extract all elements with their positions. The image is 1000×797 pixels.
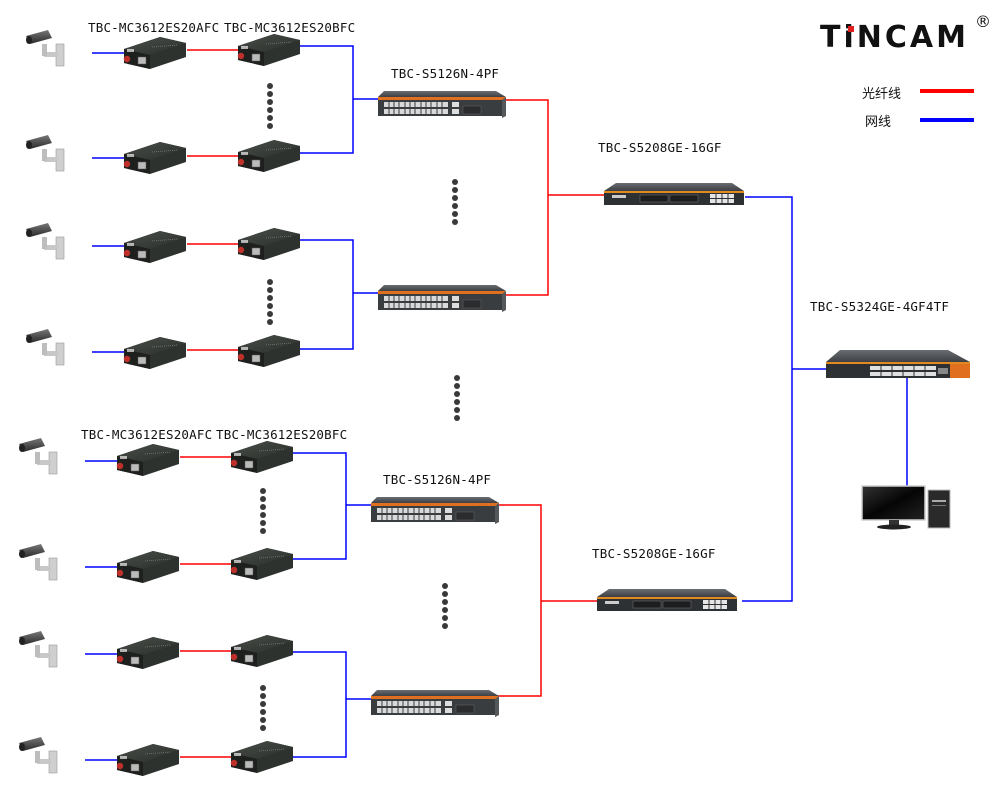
access-switch-icon <box>370 496 500 525</box>
media-converter-b-icon <box>230 634 294 668</box>
media-converter-a-icon <box>123 141 187 175</box>
legend-ethernet-swatch <box>920 118 974 122</box>
aggregation-switch-icon <box>603 182 745 206</box>
media-converter-b-icon <box>237 334 301 368</box>
camera-icon <box>18 736 58 774</box>
media-converter-a-icon <box>123 336 187 370</box>
fiber-links <box>180 49 605 758</box>
camera-icon <box>18 543 58 581</box>
label-media-converter-b: TBC-MC3612ES20BFC <box>216 427 348 442</box>
more-converters-ellipsis <box>260 685 266 731</box>
legend-fiber-swatch <box>920 89 974 93</box>
more-converters-ellipsis <box>267 279 273 325</box>
label-media-converter-a: TBC-MC3612ES20AFC <box>88 20 220 35</box>
more-switches-ellipsis <box>442 583 448 629</box>
workstation-icon <box>861 485 951 530</box>
media-converter-b-icon <box>230 740 294 774</box>
logo-i-dot <box>848 26 854 32</box>
media-converter-b-icon <box>230 547 294 581</box>
media-converter-a-icon <box>116 743 180 777</box>
logo-letter-t: T <box>820 20 844 55</box>
aggregation-switch-icon <box>596 588 738 612</box>
legend-ethernet-label: 网线 <box>865 115 892 130</box>
label-access-switch: TBC-S5126N-4PF <box>383 472 492 487</box>
media-converter-b-icon <box>237 139 301 173</box>
media-converter-a-icon <box>123 36 187 70</box>
media-converter-a-icon <box>116 636 180 670</box>
label-access-switch: TBC-S5126N-4PF <box>391 66 500 81</box>
access-switch-icon <box>377 284 507 313</box>
access-switch-icon <box>377 90 507 119</box>
media-converter-a-icon <box>116 550 180 584</box>
camera-icon <box>25 29 65 67</box>
media-converter-b-icon <box>230 440 294 474</box>
camera-icon <box>25 328 65 366</box>
access-switch-icon <box>370 689 500 718</box>
logo-letter-i: i <box>843 20 857 55</box>
label-core-switch: TBC-S5324GE-4GF4TF <box>810 299 950 314</box>
label-media-converter-a: TBC-MC3612ES20AFC <box>81 427 213 442</box>
media-converter-b-icon <box>237 33 301 67</box>
label-aggregation-switch: TBC-S5208GE-16GF <box>592 546 716 561</box>
ethernet-links <box>85 45 908 761</box>
registered-mark: ® <box>975 12 991 31</box>
camera-icon <box>18 437 58 475</box>
label-aggregation-switch: TBC-S5208GE-16GF <box>598 140 722 155</box>
core-switch-icon <box>826 350 970 378</box>
logo-letters-ncam: NCAM <box>856 20 969 55</box>
media-converter-a-icon <box>116 443 180 477</box>
camera-icon <box>25 134 65 172</box>
label-media-converter-b: TBC-MC3612ES20BFC <box>224 20 356 35</box>
brand-logo: TiNCAM <box>820 20 969 55</box>
legend-fiber-label: 光纤线 <box>862 87 902 102</box>
more-switches-ellipsis <box>454 375 460 421</box>
media-converter-b-icon <box>237 227 301 261</box>
camera-icon <box>18 630 58 668</box>
more-switches-ellipsis <box>452 179 458 225</box>
more-converters-ellipsis <box>267 83 273 129</box>
media-converter-a-icon <box>123 230 187 264</box>
camera-icon <box>25 222 65 260</box>
more-converters-ellipsis <box>260 488 266 534</box>
